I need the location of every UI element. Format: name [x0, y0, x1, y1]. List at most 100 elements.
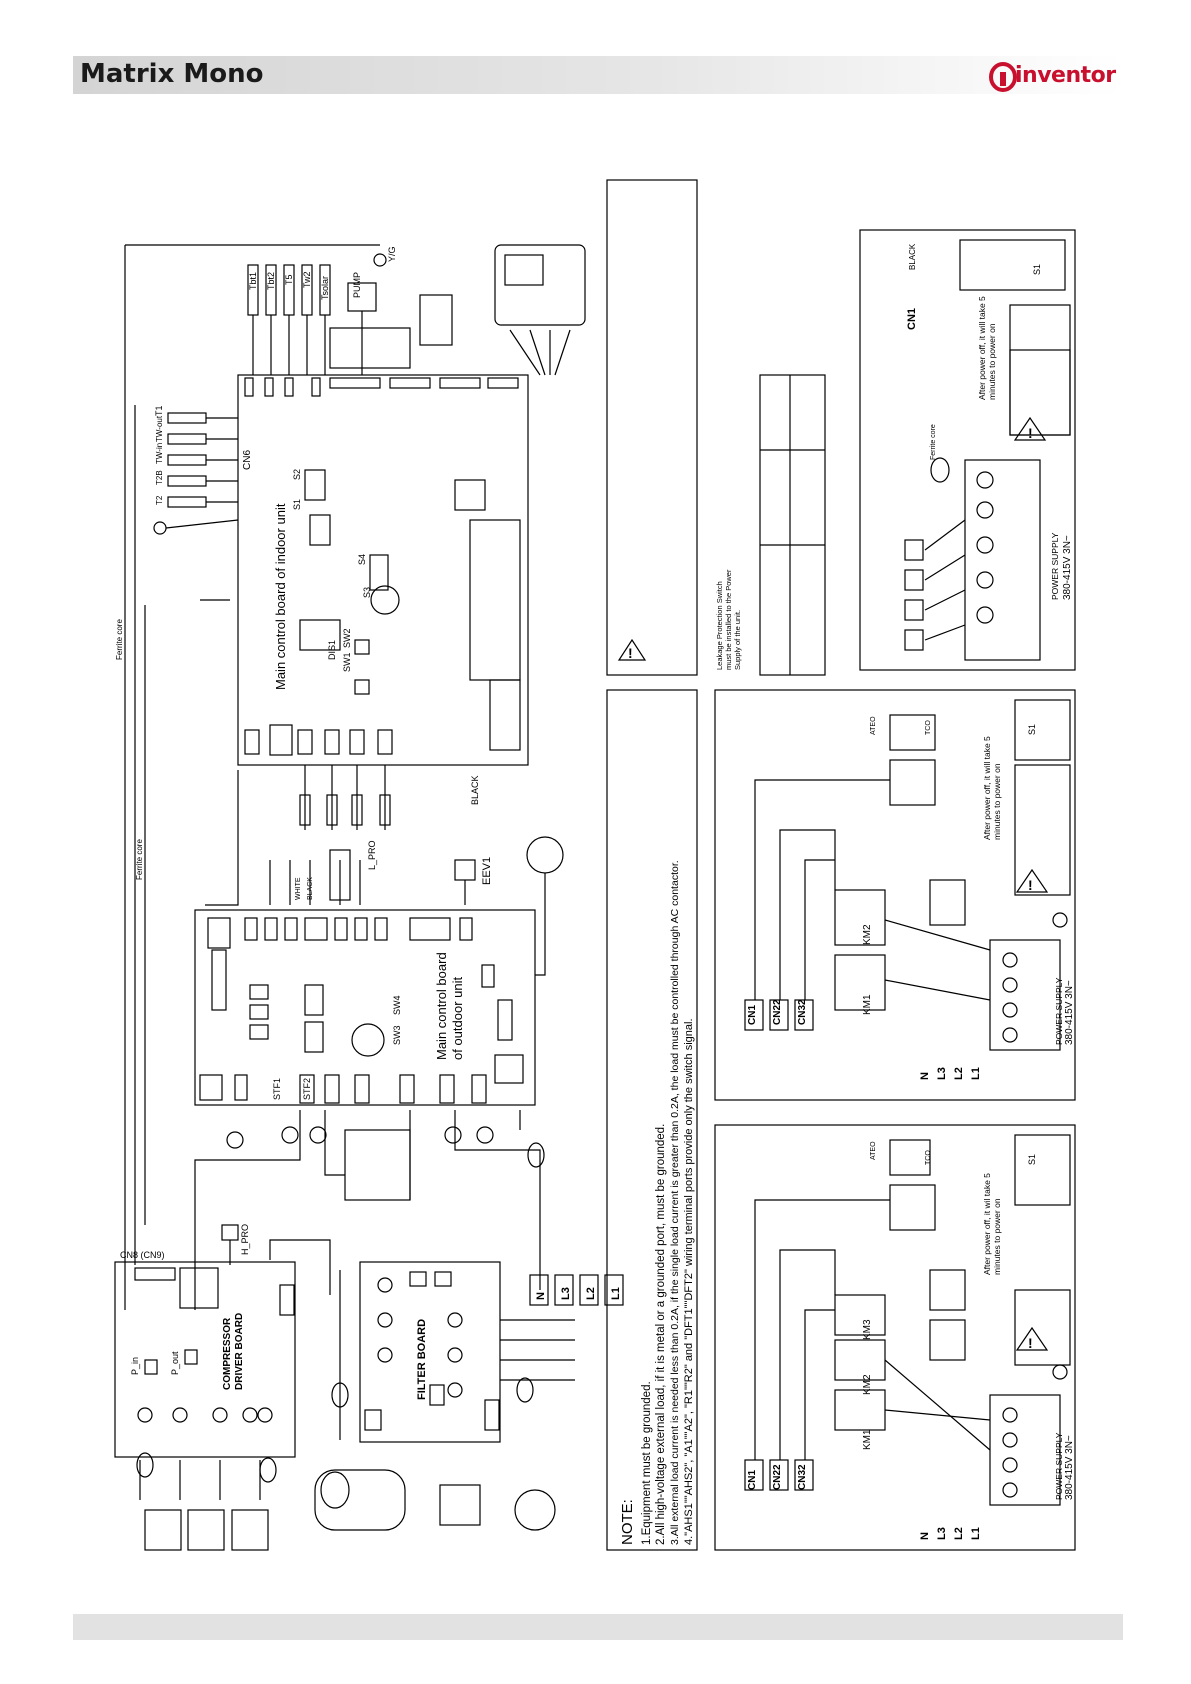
terminal-n-label: N	[535, 1292, 547, 1300]
sw3-label: SW3	[392, 1025, 402, 1045]
terminal-l3	[554, 1274, 574, 1306]
warning-icon-top: !	[1028, 425, 1033, 441]
outdoor-black-label: BLACK	[307, 877, 314, 900]
driver-pin-label: P_in	[130, 1357, 140, 1375]
bot-after-off-2: minutes to power on	[992, 1198, 1002, 1275]
leakage-line-1: Leakage Protection Switch	[715, 581, 724, 670]
panel-bottom-components	[744, 1134, 1071, 1506]
sensor-t5-label: T5	[284, 274, 294, 285]
sensor-tw-in-label: TW-in	[155, 443, 164, 464]
panel-middle-components	[744, 699, 1071, 1051]
compressor-driver-board	[114, 1261, 296, 1458]
driver-components	[134, 1224, 331, 1423]
mid-cn1-label: CN1	[747, 1005, 758, 1025]
header-bar	[73, 56, 1123, 94]
switch-s3-label: S3	[362, 587, 372, 598]
indoor-board-label: Main control board of indoor unit	[273, 503, 288, 690]
mid-l3-label: L3	[936, 1067, 948, 1080]
bot-tco-label: TCO	[925, 1150, 932, 1165]
h-pro-label: H_PRO	[240, 1224, 250, 1255]
indoor-switches	[299, 469, 521, 751]
terminal-n	[529, 1274, 549, 1306]
top-s1-label: S1	[1032, 264, 1042, 275]
supply-wiring	[500, 1274, 624, 1381]
bot-cn1-label: CN1	[747, 1470, 758, 1490]
outdoor-white-label: WHITE	[295, 877, 302, 900]
switch-sw2-label: SW2	[342, 628, 352, 648]
ferrite-label-2: Ferrite core	[135, 839, 144, 880]
note-line-3: 3.All external load current is needed le…	[669, 860, 681, 1545]
panel-top	[859, 229, 1076, 671]
top-power-supply: POWER SUPPLY	[1050, 532, 1060, 600]
top-after-off-1: After power off, it will take 5	[977, 296, 987, 400]
terminal-l1	[604, 1274, 624, 1306]
bot-km3-label: KM3	[862, 1319, 873, 1340]
switch-sw1-label: SW1	[342, 652, 352, 672]
bot-km2-label: KM2	[862, 1374, 873, 1395]
outdoor-board-label-1: Main control board	[434, 952, 449, 1060]
mid-km2-label: KM2	[862, 924, 873, 945]
yg-label: Y/G	[387, 246, 397, 262]
warning-icon-middle: !	[1028, 877, 1033, 893]
outdoor-top-wiring	[269, 836, 564, 976]
display-dis1-label: DIS1	[327, 640, 337, 660]
bot-ateo-label: ATEO	[870, 1141, 877, 1160]
bot-n-label: N	[919, 1532, 931, 1540]
bot-cn22-label: CN22	[772, 1464, 783, 1490]
mid-cn22-label: CN22	[772, 999, 783, 1025]
connector-cn6-label: CN6	[242, 450, 253, 470]
sw4-label: SW4	[392, 995, 402, 1015]
terminal-l2	[579, 1274, 599, 1306]
indoor-top-sensors	[247, 253, 453, 375]
bot-voltage: 380-415V 3N~	[1064, 1435, 1075, 1500]
note-line-2: 2.All high-voltage external load, if it …	[655, 1124, 667, 1545]
terminal-l2-label: L2	[585, 1287, 597, 1300]
driver-title-1: COMPRESSOR	[222, 1317, 233, 1390]
outdoor-board-label-2: of outdoor unit	[450, 976, 465, 1060]
indoor-sensors	[153, 412, 239, 535]
outdoor-components	[199, 917, 524, 1104]
warning-icon-bottom: !	[1028, 1335, 1033, 1351]
mid-km1-label: KM1	[862, 994, 873, 1015]
sensor-t1-label: T1	[154, 405, 164, 416]
bot-l1-label: L1	[970, 1527, 982, 1540]
panel-middle	[714, 689, 1076, 1101]
driver-title-2: DRIVER BOARD	[234, 1313, 245, 1390]
leakage-box	[606, 179, 698, 676]
outdoor-board	[194, 909, 536, 1106]
leakage-table	[617, 374, 826, 676]
top-cn1-label: CN1	[906, 308, 918, 330]
terminal-l1-label: L1	[610, 1287, 622, 1300]
indoor-heat-connectors	[244, 724, 393, 830]
leakage-line-3: Supply of the unit.	[733, 610, 742, 670]
footer-bar	[73, 1614, 1123, 1640]
bot-l3-label: L3	[936, 1527, 948, 1540]
mid-tco-label: TCO	[925, 720, 932, 735]
note-box	[606, 689, 698, 1551]
bot-after-off-1: After power off, it wil take 5	[982, 1173, 992, 1275]
bot-s1-label: S1	[1027, 1154, 1037, 1165]
top-voltage: 380-415V 3N~	[1062, 535, 1073, 600]
mid-ateo-label: ATEO	[870, 716, 877, 735]
switch-s1-label: S1	[292, 499, 302, 510]
stf1-label: STF1	[272, 1078, 282, 1100]
sensor-tbt2-label: Tbt2	[266, 272, 276, 290]
brand-logo-icon	[989, 62, 1017, 92]
panel-bottom	[714, 1124, 1076, 1551]
bot-cn32-label: CN32	[797, 1464, 808, 1490]
top-black-label: BLACK	[908, 243, 917, 270]
bot-km1-label: KM1	[862, 1429, 873, 1450]
filter-board	[359, 1261, 501, 1443]
sensor-tw2-label: Tw2	[302, 271, 312, 288]
sensor-tsolar-label: Tsolar	[320, 276, 330, 300]
sensor-tw-out-label: TW-out	[155, 415, 164, 442]
indoor-connector-strip	[244, 377, 519, 397]
ferrite-label-1: Ferrite core	[115, 619, 124, 660]
bot-power-supply: POWER SUPPLY	[1054, 1432, 1064, 1500]
warning-icon-leakage: !	[628, 645, 633, 661]
note-title: NOTE:	[619, 1499, 636, 1545]
mid-n-label: N	[919, 1072, 931, 1080]
mid-l2-label: L2	[953, 1067, 965, 1080]
bot-l2-label: L2	[953, 1527, 965, 1540]
